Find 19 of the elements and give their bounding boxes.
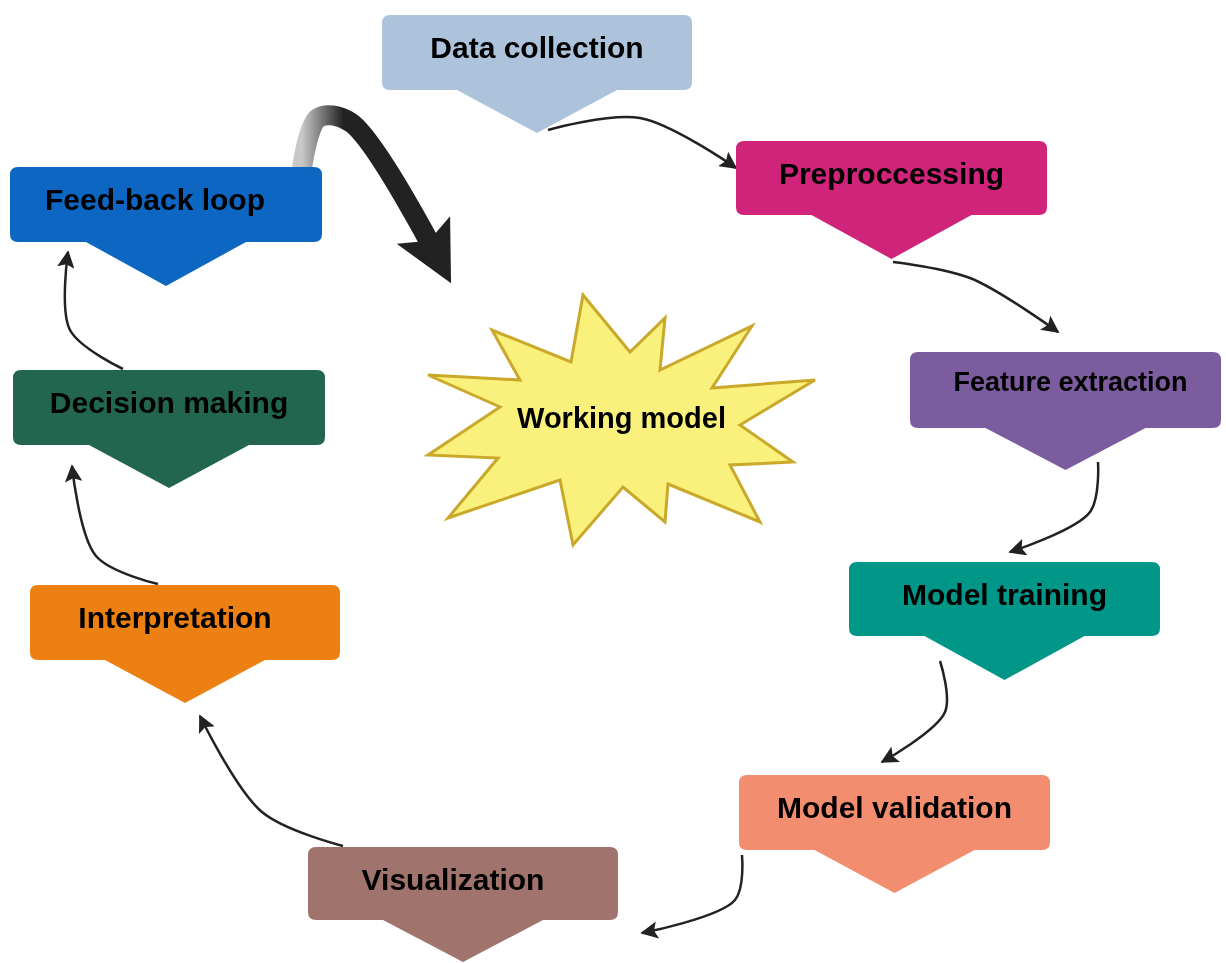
arrow [880, 660, 949, 764]
node-label: Feature extraction [952, 368, 1189, 398]
node-label: Data collection [429, 31, 645, 64]
node-label: Feed-back loop [43, 183, 266, 216]
arrow [892, 260, 1060, 333]
arrow [198, 714, 344, 848]
node-label: Model training [901, 578, 1108, 611]
node-label: Interpretation [77, 601, 273, 634]
node-label: Decision making [48, 386, 290, 419]
arrow [640, 854, 744, 939]
node-label: Preproccessing [777, 157, 1006, 190]
arrow [1008, 461, 1100, 556]
arrow [65, 464, 159, 586]
arrow [57, 250, 124, 371]
node-label: Working model [516, 403, 727, 435]
arrow [292, 105, 452, 284]
node-label: Visualization [360, 863, 546, 896]
arrow [547, 115, 738, 170]
node-label: Model validation [776, 791, 1013, 824]
